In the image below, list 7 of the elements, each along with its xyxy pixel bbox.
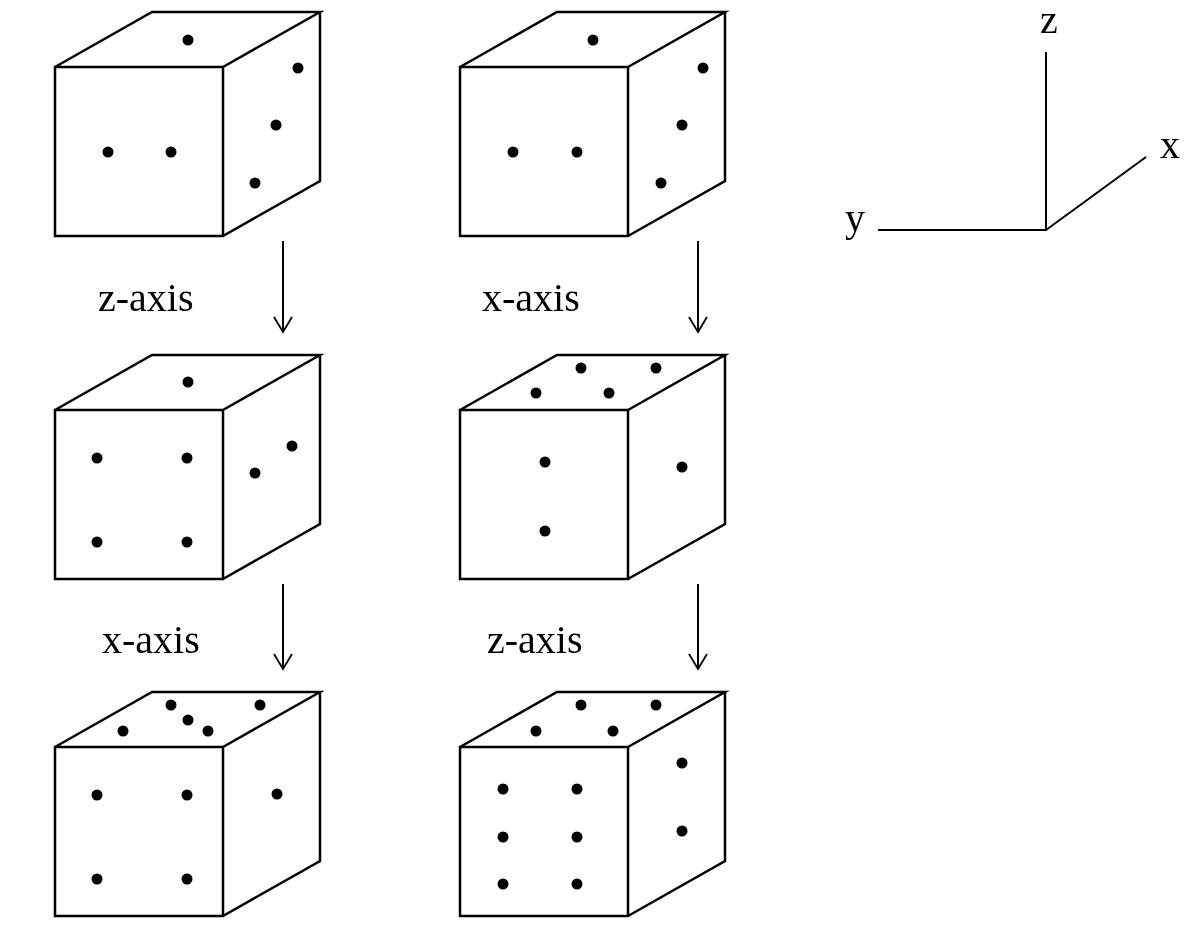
axis-label: y: [845, 198, 865, 238]
arrow: [688, 583, 708, 670]
arrow: [273, 240, 293, 333]
arrow: [688, 240, 708, 333]
axis-label: z: [1040, 0, 1058, 40]
axis-label: x: [1160, 125, 1180, 165]
arrow: [273, 583, 293, 670]
